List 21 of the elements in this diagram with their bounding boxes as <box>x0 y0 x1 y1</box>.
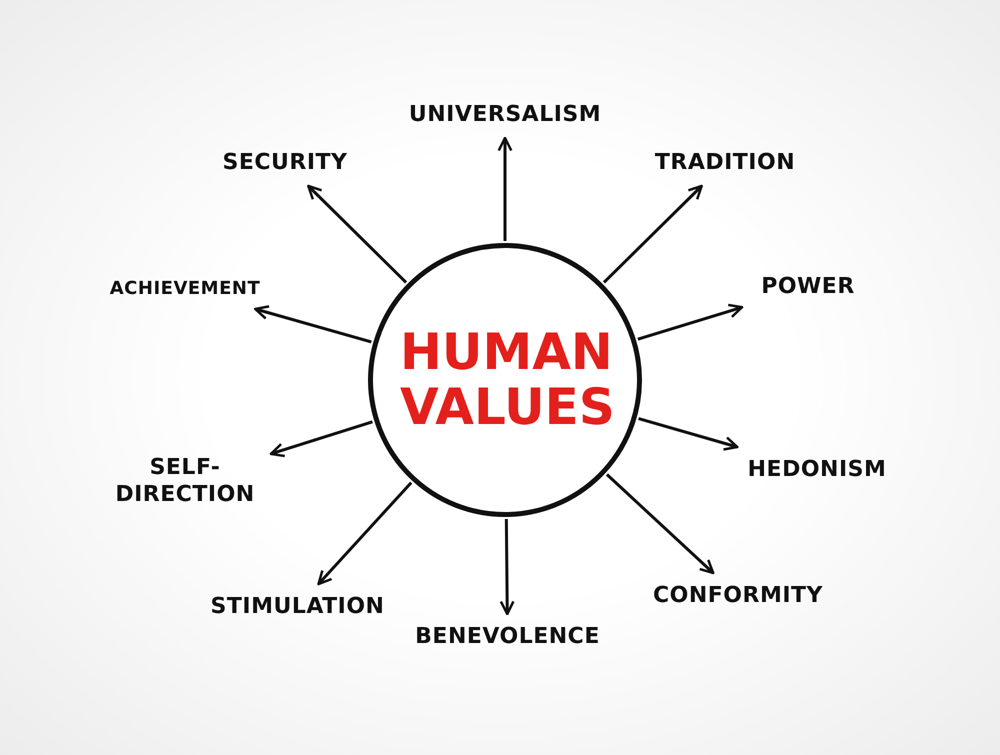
center-title: HUMAN VALUES <box>400 325 610 435</box>
value-label: SELF- DIRECTION <box>105 448 265 514</box>
value-label: BENEVOLENCE <box>400 620 615 654</box>
arrow <box>637 304 744 341</box>
arrow <box>638 417 739 451</box>
value-label: POWER <box>748 270 868 304</box>
value-label: ACHIEVEMENT <box>100 275 270 303</box>
value-label: TRADITION <box>645 146 805 180</box>
arrow <box>270 420 373 458</box>
arrow <box>602 184 703 284</box>
value-label: SECURITY <box>210 146 360 180</box>
arrow <box>307 184 408 284</box>
arrow <box>498 136 512 241</box>
arrow <box>606 473 714 574</box>
arrow <box>500 518 515 616</box>
value-label: CONFORMITY <box>648 579 828 613</box>
value-label: HEDONISM <box>737 453 897 487</box>
value-label: STIMULATION <box>200 590 395 624</box>
arrow <box>317 482 412 586</box>
arrow <box>254 305 372 344</box>
value-label: UNIVERSALISM <box>395 98 615 132</box>
